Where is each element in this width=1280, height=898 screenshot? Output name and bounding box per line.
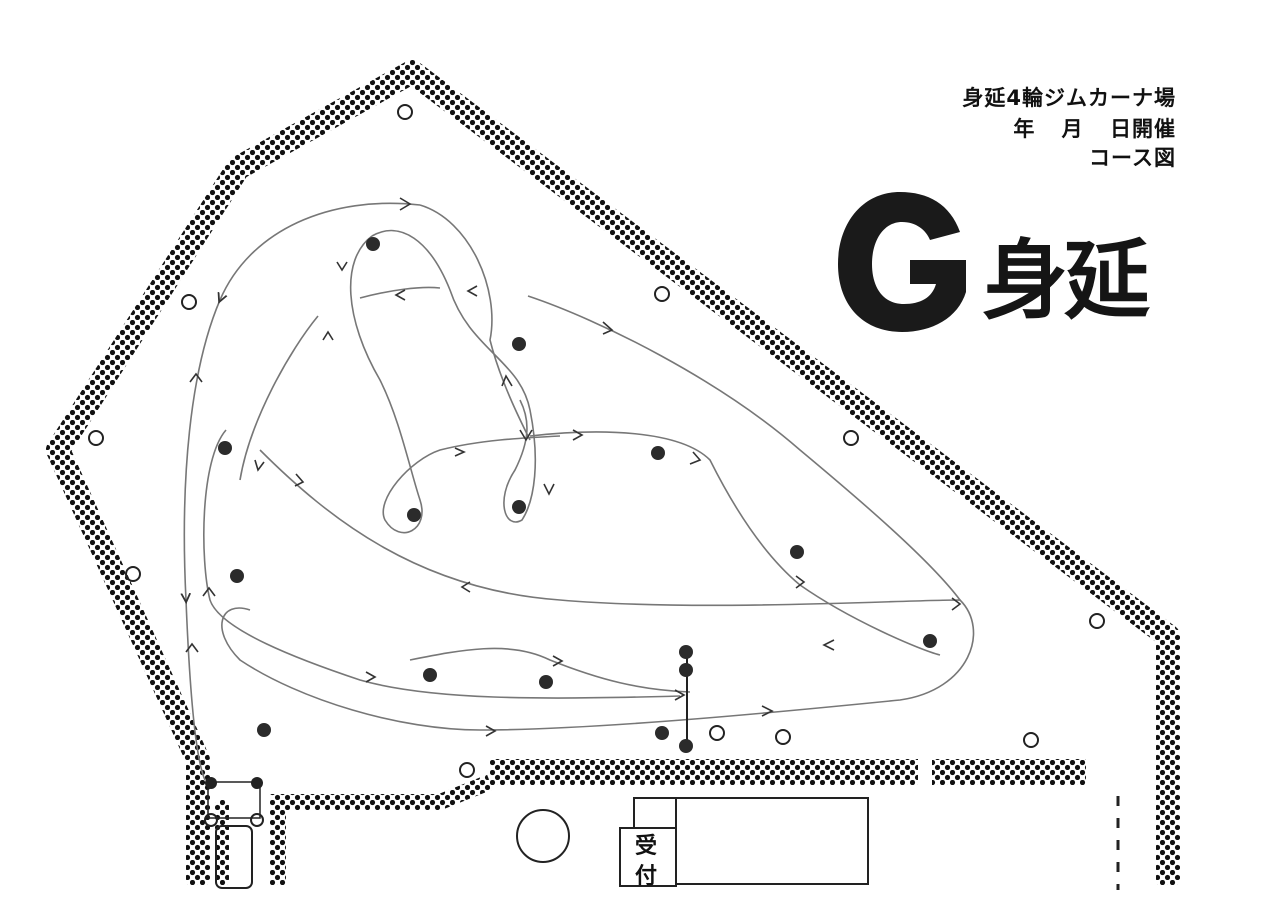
pylon bbox=[651, 446, 665, 460]
pylon bbox=[230, 569, 244, 583]
pylon bbox=[257, 723, 271, 737]
boundary-wall bbox=[46, 60, 1180, 885]
direction-arrows bbox=[185, 197, 962, 737]
logo-g-mark bbox=[838, 192, 966, 332]
pylon bbox=[539, 675, 553, 689]
pylon bbox=[512, 500, 526, 514]
pylon bbox=[512, 337, 526, 351]
round-structure bbox=[516, 809, 570, 863]
entrance-gate bbox=[204, 777, 264, 889]
markers-hollow bbox=[88, 104, 1105, 778]
course-route bbox=[184, 202, 975, 781]
building bbox=[619, 797, 869, 887]
pylon bbox=[923, 634, 937, 648]
map-caption: コース図 bbox=[1089, 146, 1176, 170]
pylons-filled bbox=[218, 237, 937, 753]
pylon bbox=[366, 237, 380, 251]
pylon bbox=[218, 441, 232, 455]
reception-label: 受付 bbox=[634, 834, 657, 889]
pylon bbox=[655, 726, 669, 740]
event-date: 年 月 日開催 bbox=[1013, 117, 1176, 141]
venue-title: 身延4輪ジムカーナ場 bbox=[962, 86, 1176, 110]
pylon bbox=[679, 663, 693, 677]
pylon bbox=[407, 508, 421, 522]
pylon bbox=[679, 645, 693, 659]
pylon bbox=[790, 545, 804, 559]
logo-name: 身延 bbox=[982, 231, 1150, 331]
pylon bbox=[679, 739, 693, 753]
pylon bbox=[423, 668, 437, 682]
